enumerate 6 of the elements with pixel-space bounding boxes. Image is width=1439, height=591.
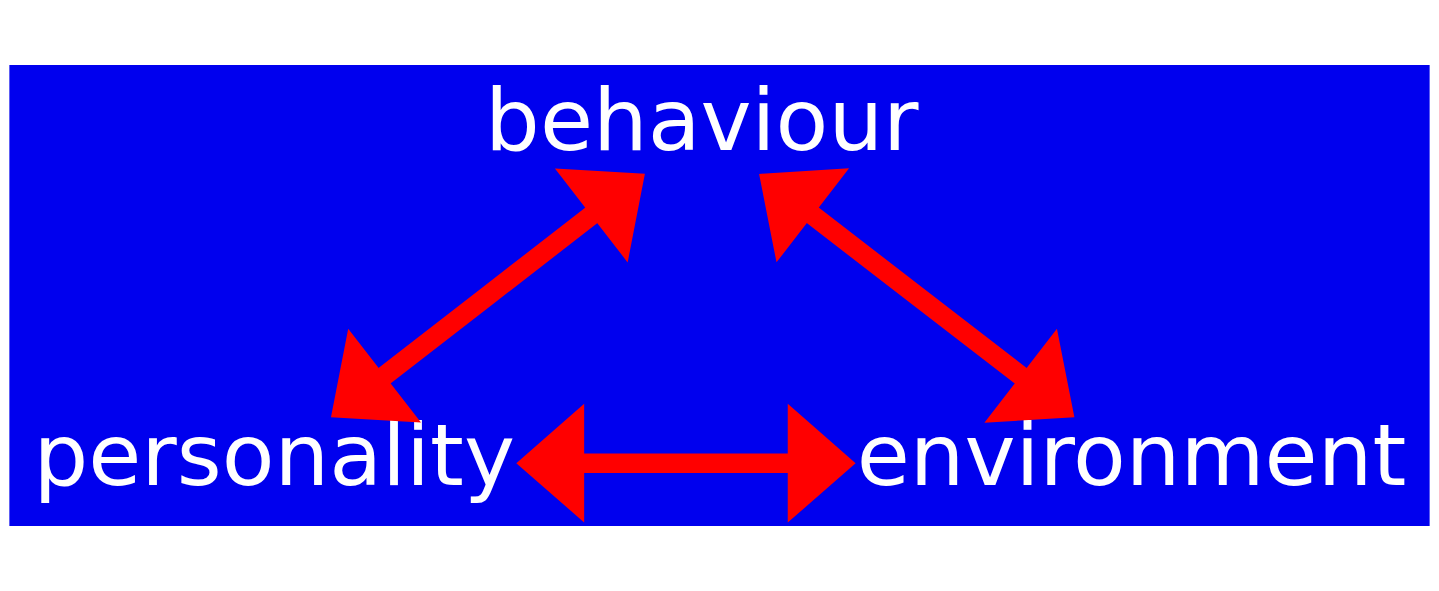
arrow <box>330 168 645 423</box>
node-text: behaviour <box>485 69 919 170</box>
arrow <box>516 403 856 523</box>
node-text: environment <box>856 405 1407 506</box>
arrow <box>759 168 1075 423</box>
node-text: personality <box>33 405 515 506</box>
